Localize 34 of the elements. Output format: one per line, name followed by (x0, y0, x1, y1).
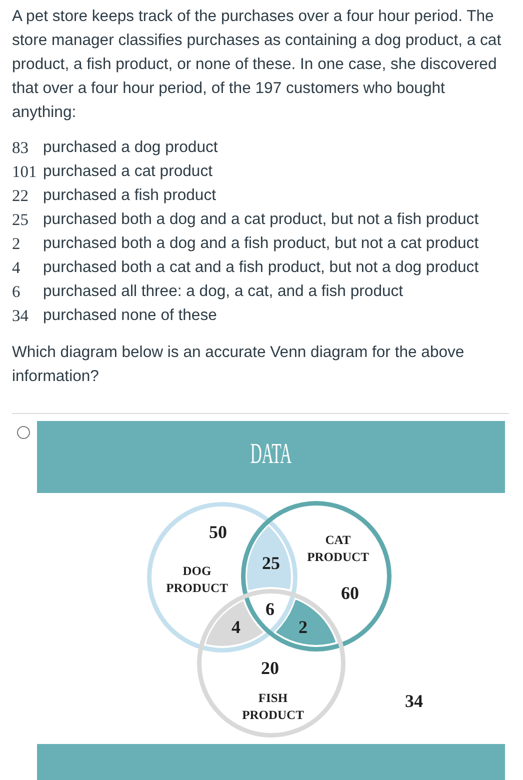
count-description: purchased a dog product (43, 138, 218, 158)
count-description: purchased both a cat and a fish product, but not a dog product (43, 258, 479, 278)
count-value: 34 (12, 305, 28, 327)
set-label: FISH PRODUCT (242, 690, 304, 724)
count-value: 2 (12, 233, 20, 255)
outside-count: 34 (405, 691, 423, 711)
count-value: 25 (12, 209, 28, 231)
banner-title: DATA (250, 439, 292, 469)
set-label: CAT PRODUCT (307, 532, 369, 566)
region-count: 6 (266, 599, 274, 619)
header-band (37, 421, 505, 493)
region-count: 2 (298, 617, 308, 637)
count-description: purchased a fish product (43, 186, 216, 206)
count-description: purchased both a dog and a fish product, but not a cat product (43, 234, 479, 254)
count-value: 83 (12, 137, 28, 159)
question-text: Which diagram below is an accurate Venn diagram for the above information? (12, 343, 466, 387)
count-value: 22 (12, 185, 28, 207)
problem-text: A pet store keeps track of the purchases over a four hour period. The store manager classifies purchases as containing a dog product, a cat product, a fish product, or none of these. In one case, she discovered that over a four hour period, of the 197 customers who bought anything: (12, 7, 502, 123)
region-count: 50 (209, 522, 227, 542)
count-description: purchased both a dog and a cat product, but not a fish product (43, 210, 479, 230)
footer-band (37, 744, 505, 780)
region-count: 20 (261, 658, 279, 678)
count-description: purchased all three: a dog, a cat, and a fish product (43, 282, 404, 302)
venn-circle (146, 502, 298, 652)
count-value: 4 (12, 257, 20, 279)
region-count: 4 (232, 617, 240, 637)
count-value: 101 (12, 161, 37, 183)
region-count: 25 (262, 553, 280, 573)
venn-circle (240, 500, 392, 652)
set-label: DOG PRODUCT (166, 563, 228, 597)
count-description: purchased none of these (43, 306, 217, 326)
count-value: 6 (12, 281, 20, 303)
region-count: 60 (341, 583, 359, 603)
count-description: purchased a cat product (43, 162, 212, 182)
